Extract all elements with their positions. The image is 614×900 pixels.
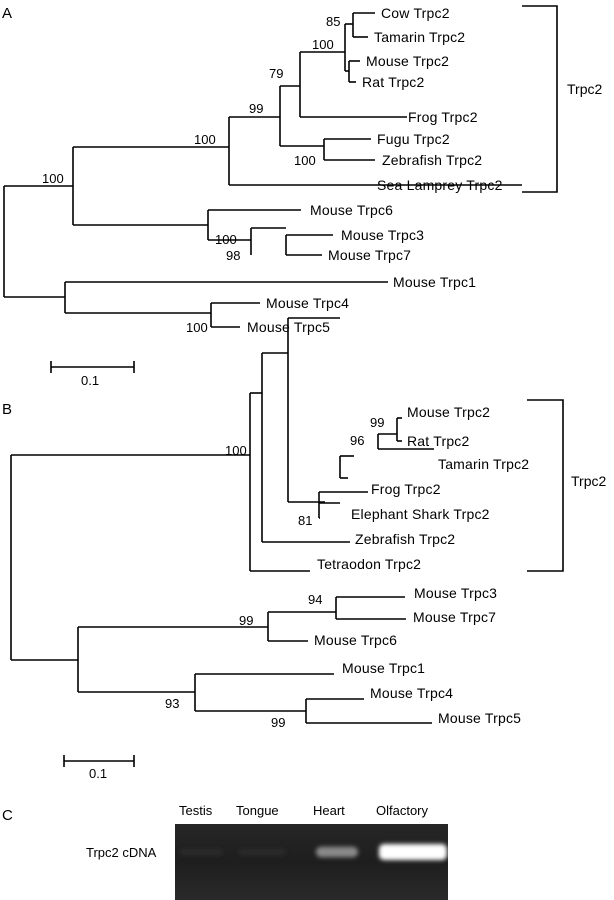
lane-label-testis: Testis <box>179 803 213 818</box>
leaf-label: Mouse Trpc7 <box>328 247 411 263</box>
gel-row-label: Trpc2 cDNA <box>86 845 157 860</box>
leaf-label: Tamarin Trpc2 <box>438 456 529 472</box>
gel-bands <box>179 844 447 860</box>
lane-label-olfactory: Olfactory <box>376 803 429 818</box>
leaf-label: Rat Trpc2 <box>362 74 425 90</box>
panel-a-tree <box>3 12 522 328</box>
bootstrap-value: 99 <box>249 101 263 116</box>
leaf-label: Frog Trpc2 <box>408 109 478 125</box>
panel-a-clade-label: Trpc2 <box>567 81 602 97</box>
leaf-label: Mouse Trpc1 <box>342 660 425 676</box>
leaf-label: Mouse Trpc7 <box>413 609 496 625</box>
bootstrap-value: 100 <box>225 443 247 458</box>
panel-b-letter: B <box>2 401 12 418</box>
leaf-label: Zebrafish Trpc2 <box>355 531 455 547</box>
panel-a-clade-bracket <box>522 5 558 193</box>
panel-b-clade-label: Trpc2 <box>571 473 606 489</box>
leaf-label: Cow Trpc2 <box>381 5 450 21</box>
panel-b-leaves: Mouse Trpc2 Rat Trpc2 Tamarin Trpc2 Frog… <box>314 404 529 726</box>
bootstrap-value: 100 <box>312 37 334 52</box>
gel-band-tongue <box>238 848 286 856</box>
leaf-label: Mouse Trpc6 <box>314 632 397 648</box>
leaf-label: Sea Lamprey Trpc2 <box>377 177 503 193</box>
bootstrap-value: 99 <box>239 613 253 628</box>
bootstrap-value: 85 <box>326 14 340 29</box>
leaf-label: Mouse Trpc2 <box>407 404 490 420</box>
leaf-label: Zebrafish Trpc2 <box>382 152 482 168</box>
panel-b-tree <box>10 317 434 724</box>
gel-band-olfactory <box>379 844 447 860</box>
leaf-label: Mouse Trpc3 <box>341 227 424 243</box>
leaf-label: Mouse Trpc1 <box>393 274 476 290</box>
gel-band-testis <box>179 848 223 856</box>
bootstrap-value: 94 <box>308 592 322 607</box>
leaf-label: Rat Trpc2 <box>407 433 470 449</box>
panel-a-letter: A <box>2 5 12 22</box>
panel-b-scale-label: 0.1 <box>89 766 107 781</box>
leaf-label: Mouse Trpc3 <box>414 585 497 601</box>
leaf-label: Mouse Trpc4 <box>370 685 453 701</box>
panel-a-leaves: Cow Trpc2 Tamarin Trpc2 Mouse Trpc2 Rat … <box>247 5 503 335</box>
panel-c-letter: C <box>2 807 13 824</box>
leaf-label: Tamarin Trpc2 <box>374 29 465 45</box>
bootstrap-value: 79 <box>269 66 283 81</box>
panel-b: B <box>2 317 606 781</box>
leaf-label: Mouse Trpc4 <box>266 295 349 311</box>
gel-image <box>175 824 448 900</box>
leaf-label: Elephant Shark Trpc2 <box>351 506 490 522</box>
bootstrap-value: 99 <box>271 715 285 730</box>
bootstrap-value: 100 <box>186 320 208 335</box>
gel-band-heart <box>316 846 358 858</box>
leaf-label: Frog Trpc2 <box>371 481 441 497</box>
lane-label-heart: Heart <box>313 803 345 818</box>
bootstrap-value: 100 <box>294 153 316 168</box>
panel-a-bootstraps: 85 100 79 99 100 100 100 98 100 100 <box>42 14 340 335</box>
panel-b-clade-bracket <box>527 399 564 572</box>
leaf-label: Mouse Trpc5 <box>438 710 521 726</box>
panel-a: A <box>2 5 602 388</box>
leaf-label: Tetraodon Trpc2 <box>317 556 421 572</box>
panel-c: C Testis Tongue Heart Olfactory Trpc2 cD… <box>2 803 448 900</box>
bootstrap-value: 100 <box>42 171 64 186</box>
panel-b-bootstraps: 99 96 81 100 94 99 93 99 <box>165 415 384 730</box>
bootstrap-value: 100 <box>194 132 216 147</box>
bootstrap-value: 93 <box>165 696 179 711</box>
lane-label-tongue: Tongue <box>236 803 279 818</box>
panel-a-scale-bar <box>50 361 135 373</box>
panel-b-scale-bar <box>63 755 135 767</box>
bootstrap-value: 100 <box>215 232 237 247</box>
leaf-label: Mouse Trpc6 <box>310 202 393 218</box>
bootstrap-value: 96 <box>350 433 364 448</box>
panel-a-scale-label: 0.1 <box>81 373 99 388</box>
leaf-label: Mouse Trpc2 <box>366 53 449 69</box>
bootstrap-value: 99 <box>370 415 384 430</box>
bootstrap-value: 98 <box>226 248 240 263</box>
leaf-label: Fugu Trpc2 <box>377 131 450 147</box>
bootstrap-value: 81 <box>298 513 312 528</box>
